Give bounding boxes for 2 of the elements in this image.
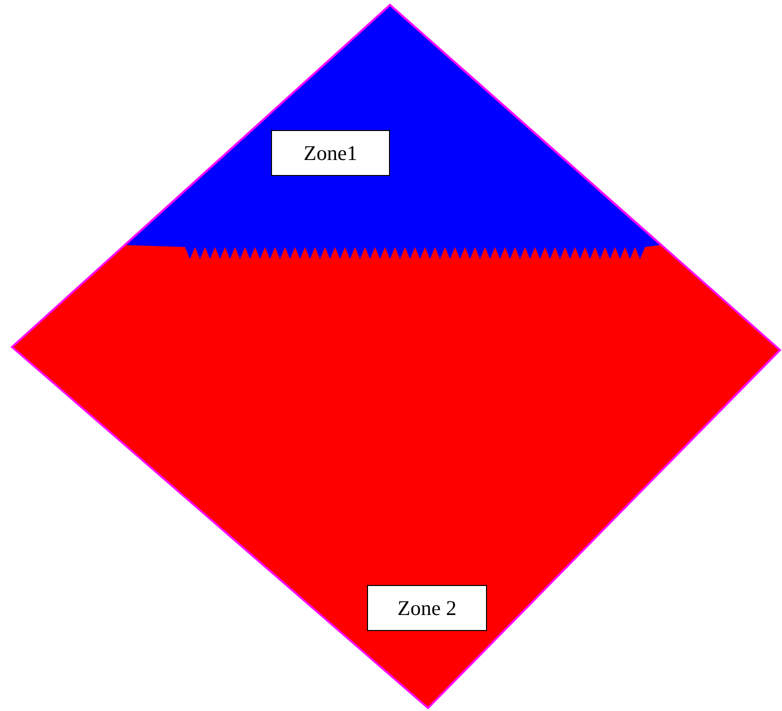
zone-label: Zone 2 <box>367 585 487 631</box>
zone-label: Zone1 <box>271 130 390 176</box>
